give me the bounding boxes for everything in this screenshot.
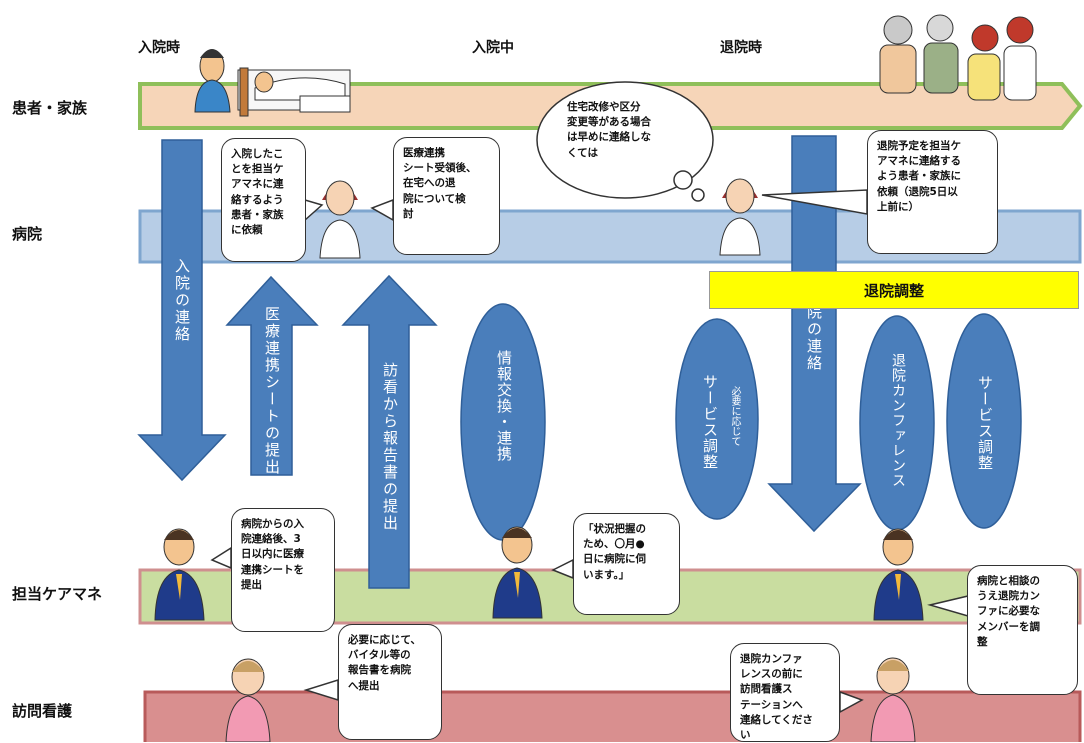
bubble-cm-conference: 病院と相談の うえ退院カン ファに必要な メンバーを調 整 — [967, 565, 1078, 695]
visiting-nurse-icon — [870, 657, 916, 742]
lane-label-caremanager: 担当ケアマネ — [12, 585, 103, 603]
bubble-tail — [210, 546, 232, 570]
bubble-hospital-discharge: 退院予定を担当ケ アマネに連絡する よう患者・家族に 依頼（退院5日以 上前に） — [867, 130, 998, 254]
phase-discharge: 退院時 — [720, 40, 762, 56]
bubble-nurse-contact: 退院カンファ レンスの前に 訪問看護ス テーションへ 連絡してくださ い — [730, 643, 840, 742]
care-manager-icon — [492, 526, 543, 619]
nurse-icon — [719, 178, 761, 256]
visiting-nurse-icon — [225, 658, 271, 742]
medical-sheet-arrow — [225, 275, 319, 476]
discharge-adjust-banner: 退院調整 — [709, 271, 1079, 309]
admission-contact-arrow — [137, 139, 227, 482]
care-manager-icon — [154, 528, 205, 621]
nursing-report-arrow — [341, 274, 438, 589]
service-adjust-text: サービス調整 — [701, 374, 719, 470]
care-manager-icon — [873, 528, 924, 621]
nursing-band — [143, 690, 1082, 742]
family-group-icon — [879, 14, 1037, 101]
bubble-nurse-report: 必要に応じて、 バイタル等の 報告書を病院 へ提出 — [338, 624, 442, 740]
service-adjust2-text: サービス調整 — [976, 375, 994, 471]
lane-label-nursing: 訪問看護 — [12, 702, 73, 720]
bubble-hospital-admission: 入院したこ とを担当ケ アマネに連 絡するよう 患者・家族 に依頼 — [221, 138, 306, 262]
thought-cloud — [536, 81, 714, 202]
service-adjust-ellipse — [675, 318, 759, 520]
service-adjust-note: 必要に応じて — [729, 386, 740, 446]
lane-label-hospital: 病院 — [12, 225, 43, 243]
bubble-cm-visit: 「状況把握の ため、〇月● 日に病院に伺 います。」 — [573, 513, 680, 615]
patient-person-icon — [194, 49, 231, 113]
nurse-icon — [319, 180, 361, 259]
conference-text: 退院カンファレンス — [890, 353, 906, 488]
phase-admission: 入院時 — [138, 40, 180, 56]
bubble-cm-sheet: 病院からの入 院連絡後、3 日以内に医療 連携シートを 提出 — [231, 508, 335, 632]
lane-label-patient: 患者・家族 — [12, 99, 88, 117]
phase-during: 入院中 — [472, 40, 514, 56]
nursing-report-text: 訪看から報告書の提出 — [381, 362, 399, 532]
medical-sheet-text: 医療連携シートの提出 — [263, 306, 281, 476]
admission-contact-text: 入院の連絡 — [173, 258, 191, 343]
info-exchange-text: 情報交換・連携 — [495, 350, 513, 462]
service-adjust2-ellipse — [946, 313, 1022, 529]
bubble-thought: 住宅改修や区分 変更等がある場合 は早めに連絡しな くては — [567, 101, 651, 159]
hospital-bed-icon — [237, 67, 351, 117]
bubble-hospital-sheet: 医療連携 シート受領後、 在宅への退 院について検 討 — [393, 137, 500, 255]
bubble-tail — [839, 690, 864, 714]
